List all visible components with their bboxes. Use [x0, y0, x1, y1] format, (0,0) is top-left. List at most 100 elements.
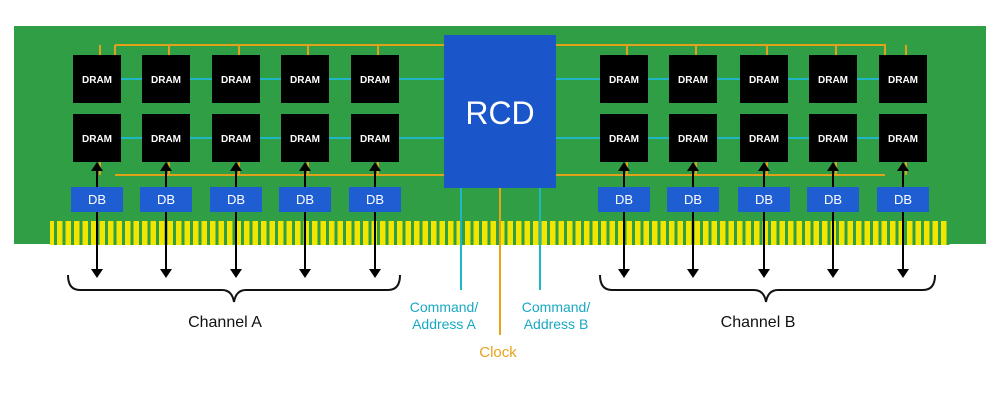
- arrow-head: [827, 162, 839, 171]
- contact-gap: [283, 221, 287, 245]
- dram-label: DRAM: [151, 75, 181, 86]
- contact-gap: [411, 221, 414, 245]
- contact-gap: [275, 221, 278, 245]
- cmd-addr-a-label-line2: Address A: [412, 316, 476, 332]
- contact-gap: [377, 221, 380, 245]
- arrow-head: [618, 162, 630, 171]
- dram-label: DRAM: [290, 134, 320, 145]
- dram-label: DRAM: [221, 75, 251, 86]
- contact-gap: [836, 221, 839, 245]
- db-label: DB: [157, 192, 175, 207]
- contact-gap: [479, 221, 482, 245]
- clock-label: Clock: [479, 344, 517, 361]
- arrow-head: [897, 269, 909, 278]
- arrow-head: [369, 162, 381, 171]
- dram-chip: [879, 114, 927, 162]
- db-label: DB: [615, 192, 633, 207]
- contact-gap: [564, 221, 567, 245]
- dram-label: DRAM: [888, 75, 918, 86]
- dram-chip: [351, 55, 399, 103]
- dram-label: DRAM: [678, 75, 708, 86]
- arrow-head: [91, 269, 103, 278]
- contact-gap: [334, 221, 338, 245]
- arrow-head: [91, 162, 103, 171]
- db-buffer: [210, 187, 262, 212]
- contact-gap: [496, 221, 499, 245]
- db-label: DB: [894, 192, 912, 207]
- arrow-head: [160, 269, 172, 278]
- contact-gap: [768, 221, 771, 245]
- contact-gap: [666, 221, 669, 245]
- contact-gap: [445, 221, 448, 245]
- channel-b-brace: [599, 274, 936, 303]
- cmd-addr-b-label-line1: Command/: [522, 299, 591, 315]
- contact-gap: [88, 221, 91, 245]
- dram-chip: [740, 55, 788, 103]
- contact-gap: [317, 221, 321, 245]
- dram-label: DRAM: [609, 134, 639, 145]
- dram-chip: [281, 114, 329, 162]
- contact-gap: [649, 221, 652, 245]
- arrow-head: [897, 162, 909, 171]
- contact-gap: [895, 221, 899, 245]
- contact-gap: [249, 221, 253, 245]
- contact-gap: [606, 221, 610, 245]
- contact-gap: [224, 221, 227, 245]
- contact-gap: [946, 221, 950, 245]
- contact-gap: [181, 221, 185, 245]
- db-buffer: [667, 187, 719, 212]
- dram-label: DRAM: [818, 134, 848, 145]
- contact-gap: [904, 221, 907, 245]
- db-buffer: [71, 187, 123, 212]
- dram-chip: [669, 55, 717, 103]
- dram-label: DRAM: [678, 134, 708, 145]
- arrow-head: [687, 162, 699, 171]
- contact-gap: [487, 221, 491, 245]
- contact-gap: [513, 221, 516, 245]
- contact-gap: [300, 221, 304, 245]
- contact-gap: [139, 221, 142, 245]
- dram-label: DRAM: [609, 75, 639, 86]
- contact-gap: [266, 221, 270, 245]
- cmd-addr-a-label-line1: Command/: [410, 299, 479, 315]
- arrow-head: [758, 162, 770, 171]
- contact-gap: [130, 221, 134, 245]
- channel-b-label: Channel B: [721, 314, 796, 331]
- contact-gap: [921, 221, 924, 245]
- contact-gap: [368, 221, 372, 245]
- db-label: DB: [684, 192, 702, 207]
- contact-gap: [453, 221, 457, 245]
- contact-gap: [292, 221, 295, 245]
- dram-chip: [142, 55, 190, 103]
- contact-gap: [241, 221, 244, 245]
- dram-chip: [600, 114, 648, 162]
- contact-gap: [198, 221, 202, 245]
- dram-chip: [879, 55, 927, 103]
- contact-gap: [122, 221, 125, 245]
- contact-gap: [360, 221, 363, 245]
- contact-gap: [615, 221, 618, 245]
- contact-gap: [776, 221, 780, 245]
- contact-gap: [428, 221, 431, 245]
- contact-gap: [853, 221, 856, 245]
- contact-gap: [589, 221, 593, 245]
- contact-gap: [674, 221, 678, 245]
- arrow-head: [687, 269, 699, 278]
- dram-chip: [809, 114, 857, 162]
- contact-gap: [156, 221, 159, 245]
- arrow-head: [230, 162, 242, 171]
- db-buffer: [279, 187, 331, 212]
- contact-gap: [436, 221, 440, 245]
- contact-gap: [878, 221, 882, 245]
- contact-gap: [810, 221, 814, 245]
- dram-label: DRAM: [82, 134, 112, 145]
- contact-gap: [521, 221, 525, 245]
- dram-label: DRAM: [221, 134, 251, 145]
- contact-gap: [402, 221, 406, 245]
- contact-gap: [351, 221, 355, 245]
- contact-gap: [870, 221, 873, 245]
- contact-gap: [734, 221, 737, 245]
- dram-label: DRAM: [360, 134, 390, 145]
- db-label: DB: [824, 192, 842, 207]
